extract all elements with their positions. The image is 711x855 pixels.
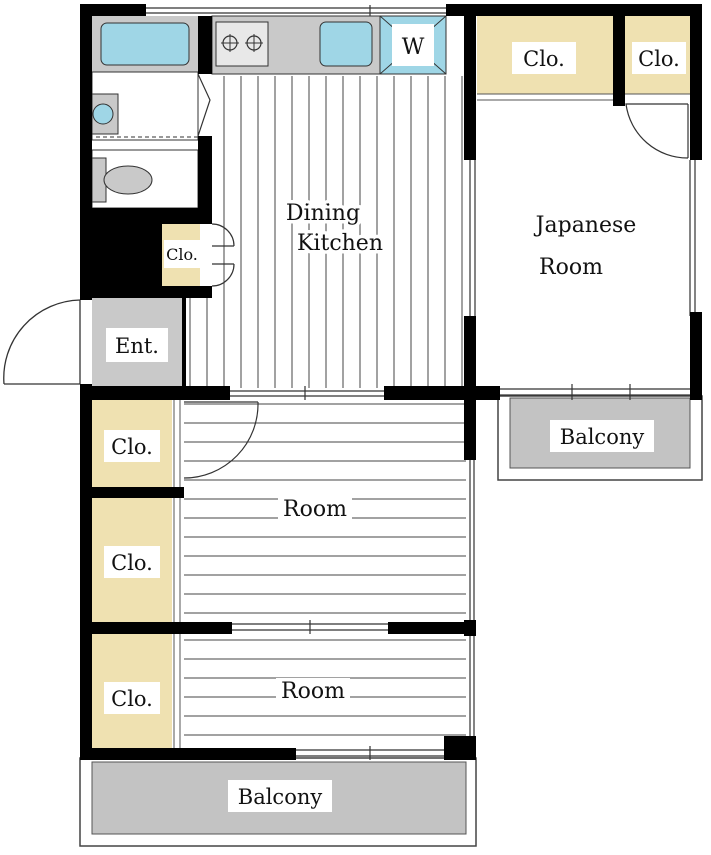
- dining-kitchen-floor: [189, 76, 463, 388]
- stove: [215, 21, 269, 67]
- bottom-room-floor: [184, 639, 466, 736]
- room-middle-label: Room: [283, 497, 347, 522]
- balcony-bottom-label: Balcony: [238, 785, 323, 809]
- japanese-room-label-2: Room: [539, 255, 603, 280]
- washbasin: [92, 103, 114, 125]
- entrance-door: [3, 299, 81, 385]
- walls: [80, 4, 702, 760]
- dining-kitchen-label-1: Dining: [286, 201, 360, 226]
- closet-top-left-label: Clo.: [523, 47, 565, 71]
- closet-rails: [173, 93, 690, 748]
- interior-doors: [183, 73, 689, 479]
- closet-left-2-label: Clo.: [111, 551, 153, 575]
- balcony-right-label: Balcony: [560, 425, 645, 449]
- closet-top-right-label: Clo.: [638, 47, 680, 71]
- room-bottom-label: Room: [281, 679, 345, 704]
- closet-left-1-label: Clo.: [111, 435, 153, 459]
- bathtub: [100, 22, 190, 66]
- washer-label: W: [402, 35, 425, 60]
- toilet: [103, 165, 153, 195]
- japanese-room-label-1: Japanese: [534, 213, 637, 238]
- kitchen-sink: [319, 21, 373, 67]
- closet-kitchen-label: Clo.: [166, 245, 198, 264]
- windows: [146, 5, 696, 760]
- label-dining-kitchen: Dining Kitchen: [282, 198, 386, 260]
- dining-kitchen-label-2: Kitchen: [297, 231, 383, 256]
- entrance-label: Ent.: [115, 334, 159, 358]
- closet-left-3-label: Clo.: [111, 687, 153, 711]
- bathroom: [91, 16, 199, 209]
- washer-spot: [379, 15, 447, 75]
- bottom-balcony: [79, 757, 477, 847]
